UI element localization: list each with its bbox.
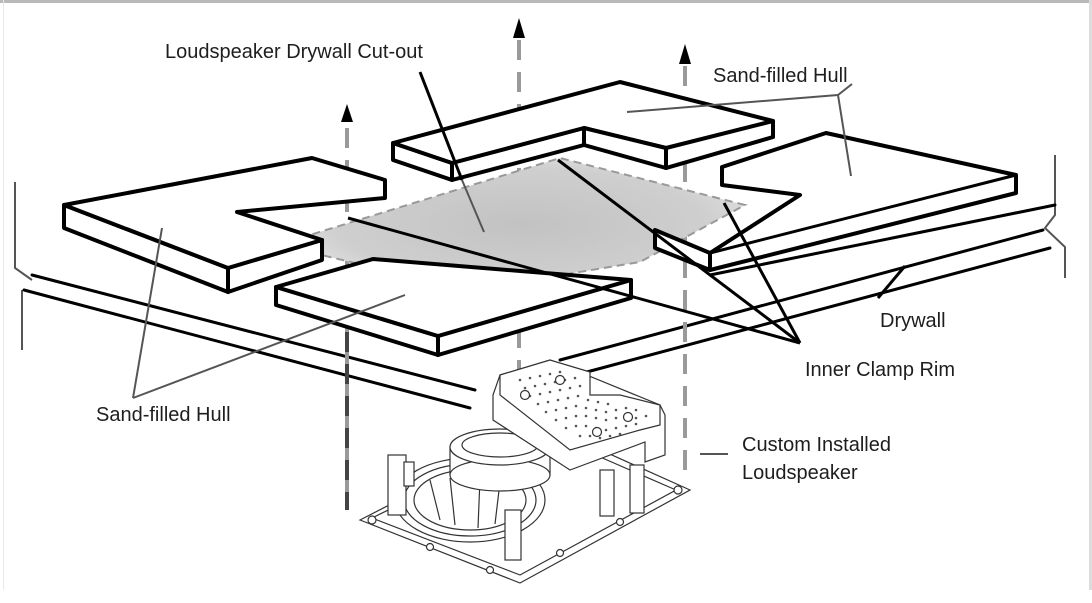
leader-drywall [876,265,907,299]
label-hull-top: Sand-filled Hull [713,65,848,87]
label-loudspeaker-line1: Custom Installed [742,434,891,456]
loudspeaker[interactable] [358,359,692,584]
hull-back[interactable] [391,80,775,182]
label-loudspeaker-line2: Loudspeaker [742,462,858,484]
leader-cutout [418,71,485,233]
right-border [1089,0,1092,590]
leader-hull-top [626,83,853,177]
label-drywall: Drywall [880,310,946,332]
assembly-arrow-left [341,104,353,510]
drywall-right-edge [1043,155,1066,278]
hull-front[interactable] [274,257,633,357]
label-cutout: Loudspeaker Drywall Cut-out [165,41,423,63]
leader-inner-clamp-rim [347,158,802,345]
drywall-left-edge [14,182,33,350]
label-inner-clamp-rim: Inner Clamp Rim [805,359,956,381]
hull-left[interactable] [62,156,387,294]
left-border [3,0,4,590]
leader-hull-bottom [132,227,406,399]
hull-right[interactable] [653,131,1018,272]
top-border [0,0,1092,3]
drywall-panel [22,203,1057,410]
label-hull-bottom: Sand-filled Hull [96,404,231,426]
